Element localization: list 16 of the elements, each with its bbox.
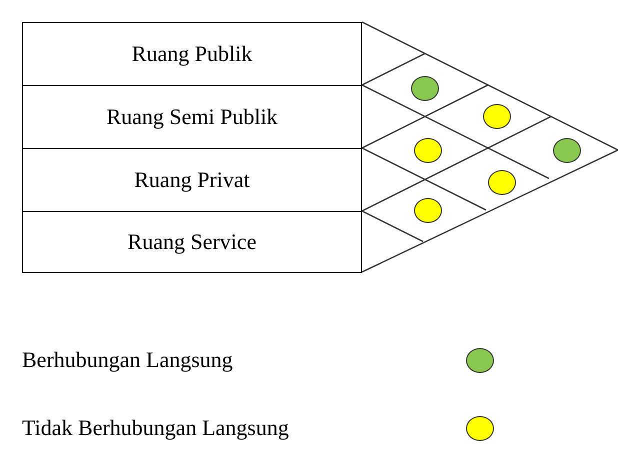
room-name: Ruang Semi Publik xyxy=(106,106,278,128)
relation-circle xyxy=(488,170,516,194)
relation-circle xyxy=(411,76,439,100)
room-row xyxy=(22,22,362,86)
legend-text: Tidak Berhubungan Langsung xyxy=(22,414,290,442)
room-row xyxy=(22,148,362,212)
room-row xyxy=(22,85,362,149)
room-name: Ruang Privat xyxy=(134,169,250,191)
relation-circle xyxy=(414,198,442,222)
room-name: Ruang Service xyxy=(128,231,256,253)
relation-circle xyxy=(553,138,581,162)
room-name: Ruang Publik xyxy=(132,43,252,65)
room-row xyxy=(22,211,362,273)
legend-text: Berhubungan Langsung xyxy=(22,346,234,374)
relation-circle xyxy=(483,104,511,128)
relation-circle xyxy=(414,138,442,162)
